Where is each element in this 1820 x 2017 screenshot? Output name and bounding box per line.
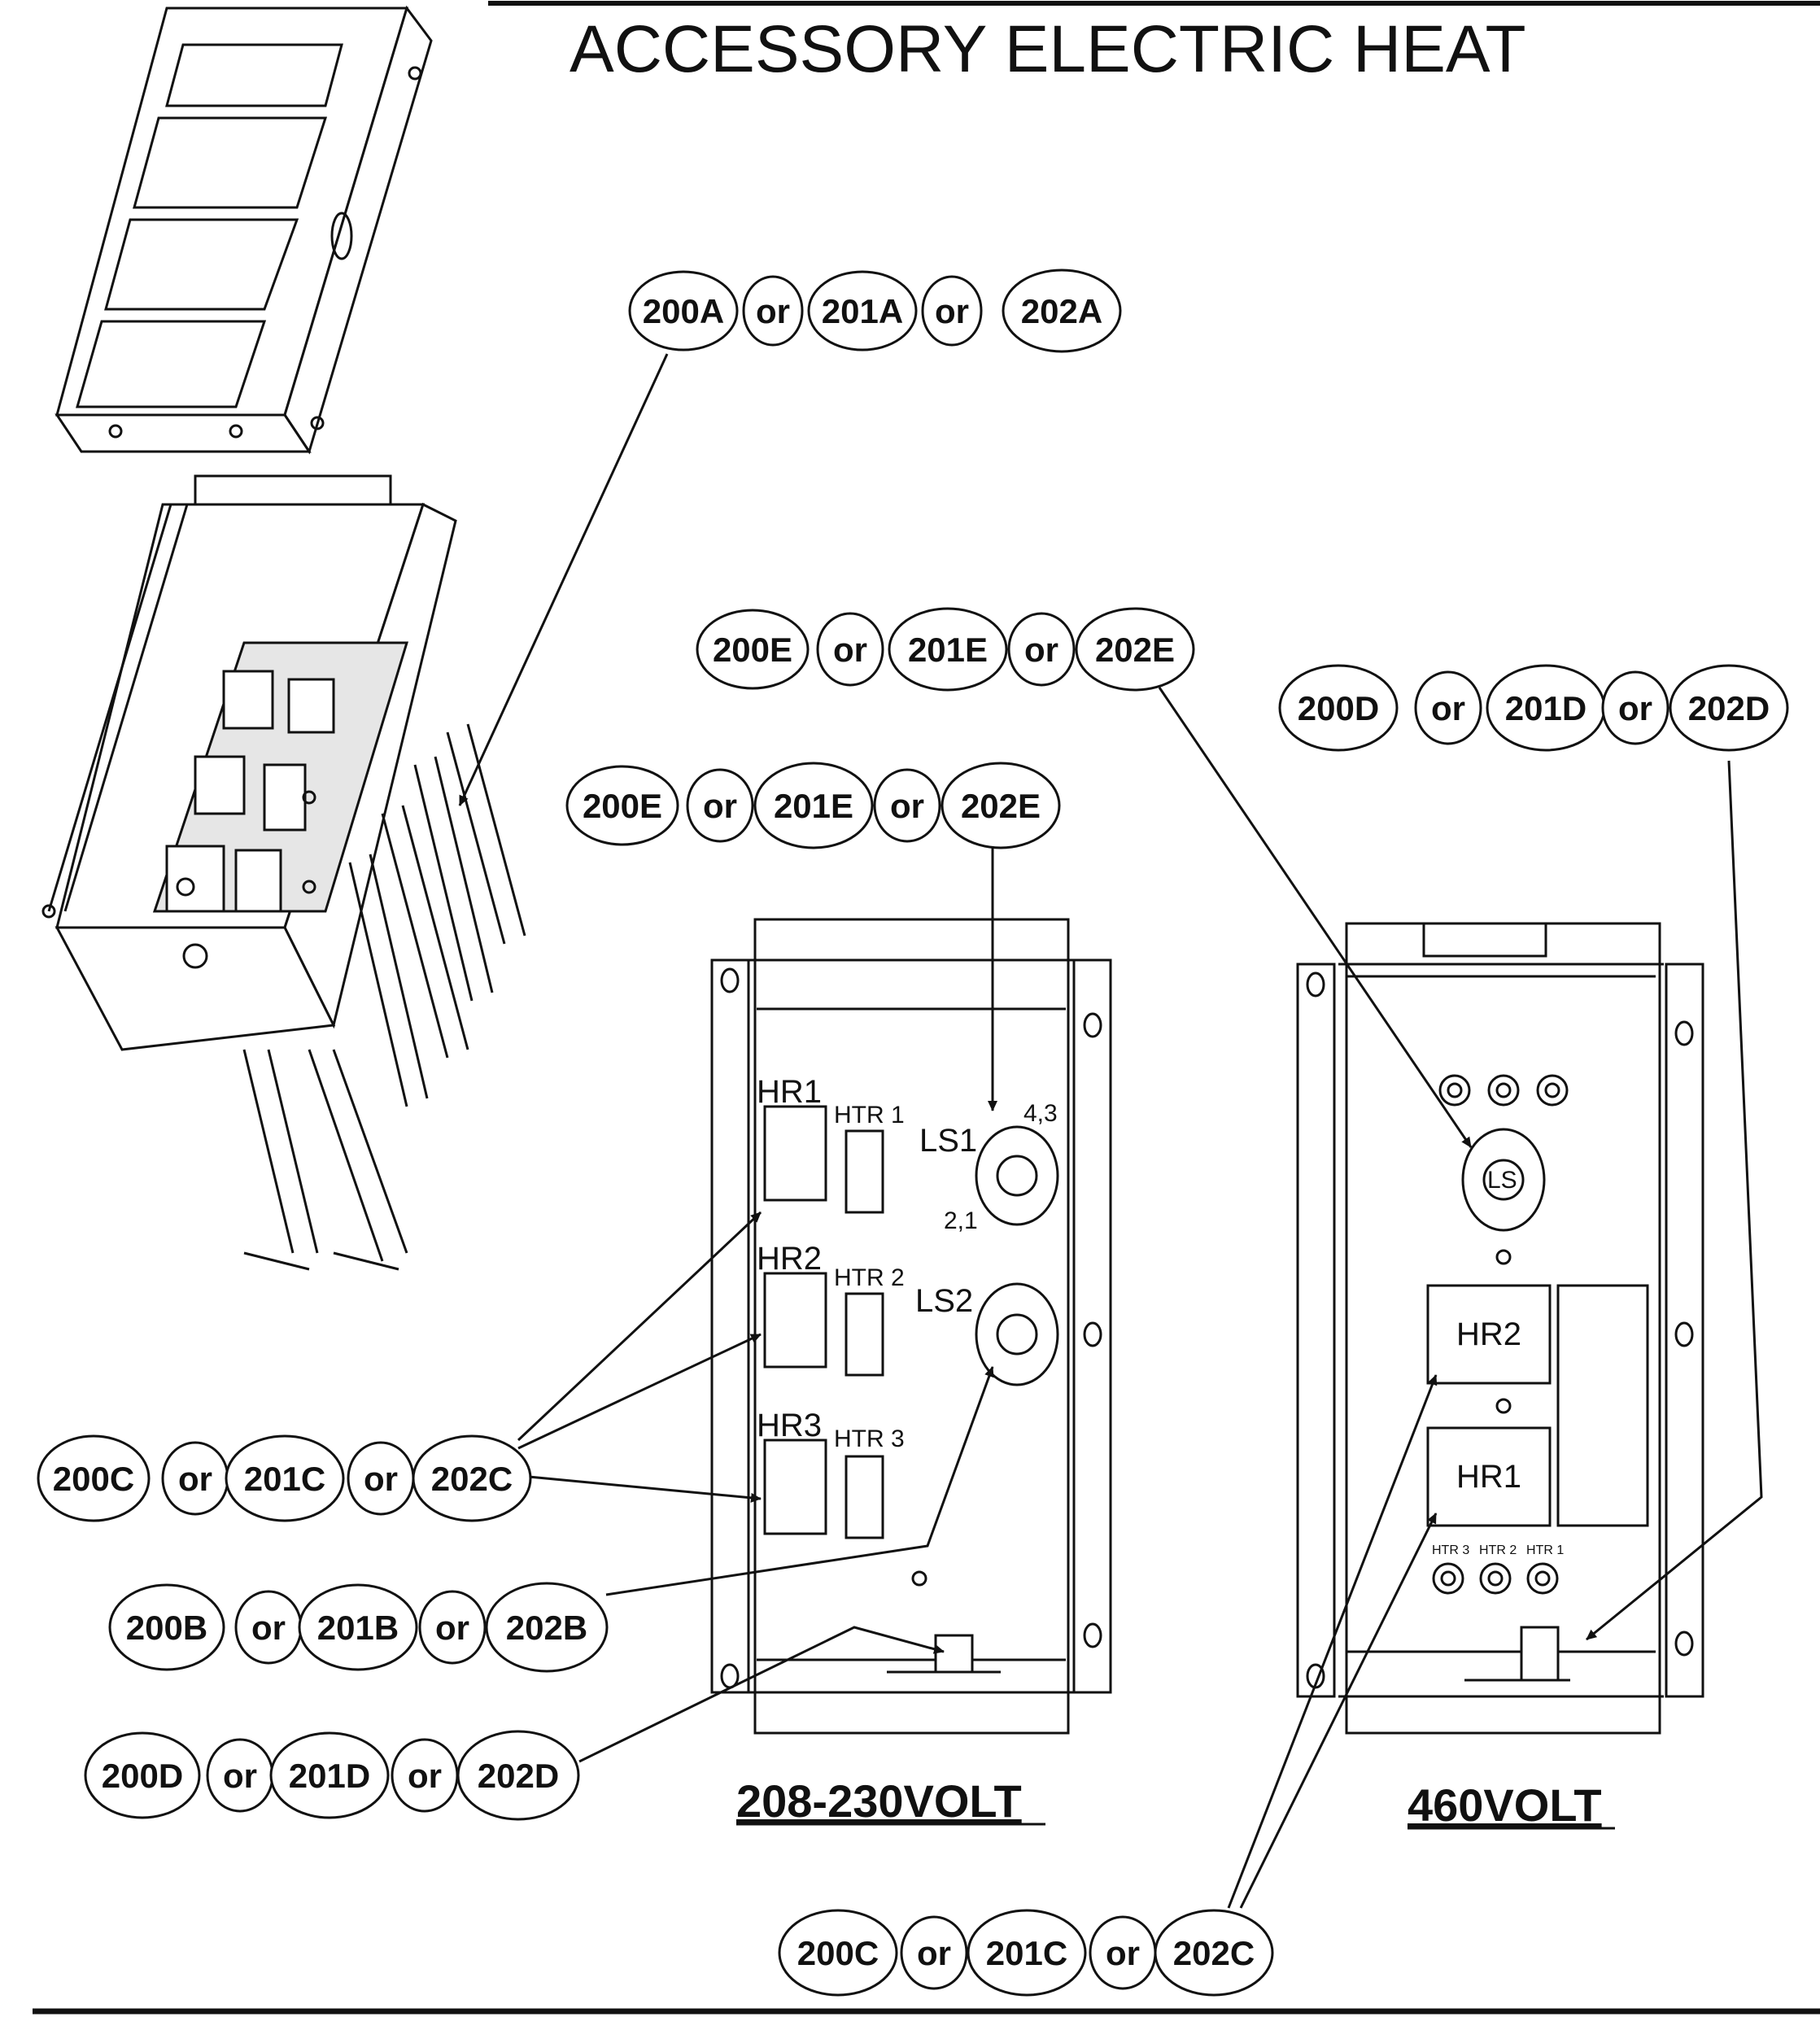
- part-200a: 200A: [643, 292, 724, 330]
- part-202c-left: 202C: [431, 1460, 513, 1498]
- label-ls1: LS1: [919, 1123, 977, 1159]
- part-202e-lower: 202E: [961, 787, 1041, 825]
- panel-460: LS HR2 HR1 HTR 3 HTR 2 HTR 1: [1296, 922, 1704, 1735]
- leader-top-a: [458, 353, 669, 806]
- leader-bottom-c-2: [1239, 1513, 1438, 1909]
- label-hr1-460: HR1: [1456, 1459, 1521, 1495]
- part-201d-right: 201D: [1505, 689, 1586, 727]
- heater-cover-plate: [55, 5, 433, 455]
- leader-left-c-3: [528, 1475, 762, 1503]
- limit-switch-ls: [1461, 1128, 1546, 1232]
- label-htr1: HTR 1: [834, 1102, 905, 1129]
- callout-group-b-left: 200B or 201B or 202B: [108, 1582, 609, 1673]
- relay-hr1: [763, 1105, 827, 1202]
- heater-block-1: [845, 1129, 884, 1214]
- relay-hr2: [763, 1272, 827, 1369]
- callout-group-d-left: 200D or 201D or 202D: [84, 1730, 580, 1821]
- part-202d-left: 202D: [478, 1757, 559, 1795]
- label-htr1-460: HTR 1: [1526, 1543, 1564, 1557]
- label-htr3-460: HTR 3: [1432, 1543, 1469, 1557]
- or-c1-bottom: or: [917, 1934, 951, 1972]
- relay-hr2-460: [1426, 1284, 1552, 1385]
- part-200c-left: 200C: [53, 1460, 134, 1498]
- heater-block-2: [845, 1292, 884, 1377]
- part-200d-left: 200D: [102, 1757, 183, 1795]
- or-d2-right: or: [1618, 689, 1652, 727]
- or-c2-bottom: or: [1106, 1934, 1140, 1972]
- heater-element-box: [41, 474, 526, 1271]
- or-a1: or: [756, 292, 790, 330]
- part-201e-lower: 201E: [774, 787, 853, 825]
- voltage-label-208-230: 208-230VOLT: [736, 1775, 1022, 1827]
- part-202d-right: 202D: [1688, 689, 1770, 727]
- or-e1-lower: or: [703, 787, 737, 825]
- label-htr3: HTR 3: [834, 1425, 905, 1452]
- label-ls: LS: [1487, 1167, 1517, 1194]
- part-201c-bottom: 201C: [986, 1934, 1067, 1972]
- part-200c-bottom: 200C: [797, 1934, 879, 1972]
- part-201a: 201A: [822, 292, 903, 330]
- part-201c-left: 201C: [244, 1460, 325, 1498]
- part-200e-upper: 200E: [713, 631, 792, 669]
- label-hr1: HR1: [757, 1074, 822, 1110]
- relay-hr3: [763, 1439, 827, 1535]
- heater-block-3: [845, 1455, 884, 1539]
- callout-group-e-upper: 200E or 201E or 202E: [696, 607, 1195, 692]
- label-hr2: HR2: [757, 1241, 822, 1277]
- voltage-label-460: 460VOLT: [1408, 1779, 1602, 1831]
- callout-group-a: 200A or 201A or 202A: [628, 268, 1122, 353]
- callout-group-c-left: 200C or 201C or 202C: [37, 1434, 532, 1522]
- leader-left-b: [605, 1366, 994, 1596]
- part-202e-upper: 202E: [1095, 631, 1175, 669]
- or-e2-upper: or: [1024, 631, 1058, 669]
- or-c2-left: or: [364, 1460, 398, 1498]
- label-htr2-460: HTR 2: [1479, 1543, 1517, 1557]
- limit-switch-ls1: [975, 1125, 1059, 1226]
- or-c1-left: or: [178, 1460, 212, 1498]
- or-d2-left: or: [408, 1757, 442, 1795]
- leader-left-c-1: [517, 1211, 762, 1442]
- leader-left-c-2: [517, 1333, 762, 1450]
- part-202b-left: 202B: [506, 1609, 587, 1647]
- leader-left-d: [578, 1626, 945, 1763]
- diagram-title: ACCESSORY ELECTRIC HEAT: [570, 12, 1526, 86]
- panel-208-230: HR1 HR2 HR3 HTR 1 HTR 2 HTR 3 LS1 LS2 4,…: [710, 918, 1112, 1735]
- or-d1-left: or: [223, 1757, 257, 1795]
- label-hr3: HR3: [757, 1408, 822, 1443]
- callout-group-c-bottom: 200C or 201C or 202C: [778, 1909, 1274, 1997]
- label-ls2: LS2: [915, 1283, 973, 1319]
- leader-bottom-c-1: [1227, 1374, 1438, 1909]
- label-hr2-460: HR2: [1456, 1316, 1521, 1352]
- callout-group-d-right: 200D or 201D or 202D: [1278, 664, 1789, 752]
- leader-right-d: [1586, 760, 1763, 1641]
- part-202c-bottom: 202C: [1173, 1934, 1255, 1972]
- part-201b-left: 201B: [317, 1609, 399, 1647]
- callout-group-e-lower: 200E or 201E or 202E: [565, 762, 1061, 849]
- part-200d-right: 200D: [1298, 689, 1379, 727]
- part-202a: 202A: [1021, 292, 1102, 330]
- part-201e-upper: 201E: [908, 631, 988, 669]
- label-htr2: HTR 2: [834, 1264, 905, 1291]
- label-terminal-21: 2,1: [944, 1207, 978, 1234]
- limit-switch-ls2: [975, 1282, 1059, 1386]
- or-b1-left: or: [251, 1609, 286, 1647]
- or-d1-right: or: [1431, 689, 1465, 727]
- leader-upper-e: [1158, 687, 1473, 1148]
- part-200b-left: 200B: [126, 1609, 207, 1647]
- part-201d-left: 201D: [289, 1757, 370, 1795]
- or-e1-upper: or: [833, 631, 867, 669]
- or-e2-lower: or: [890, 787, 924, 825]
- or-b2-left: or: [435, 1609, 469, 1647]
- or-a2: or: [935, 292, 969, 330]
- label-terminal-43: 4,3: [1023, 1100, 1058, 1127]
- part-200e-lower: 200E: [583, 787, 662, 825]
- relay-hr1-460: [1426, 1426, 1552, 1527]
